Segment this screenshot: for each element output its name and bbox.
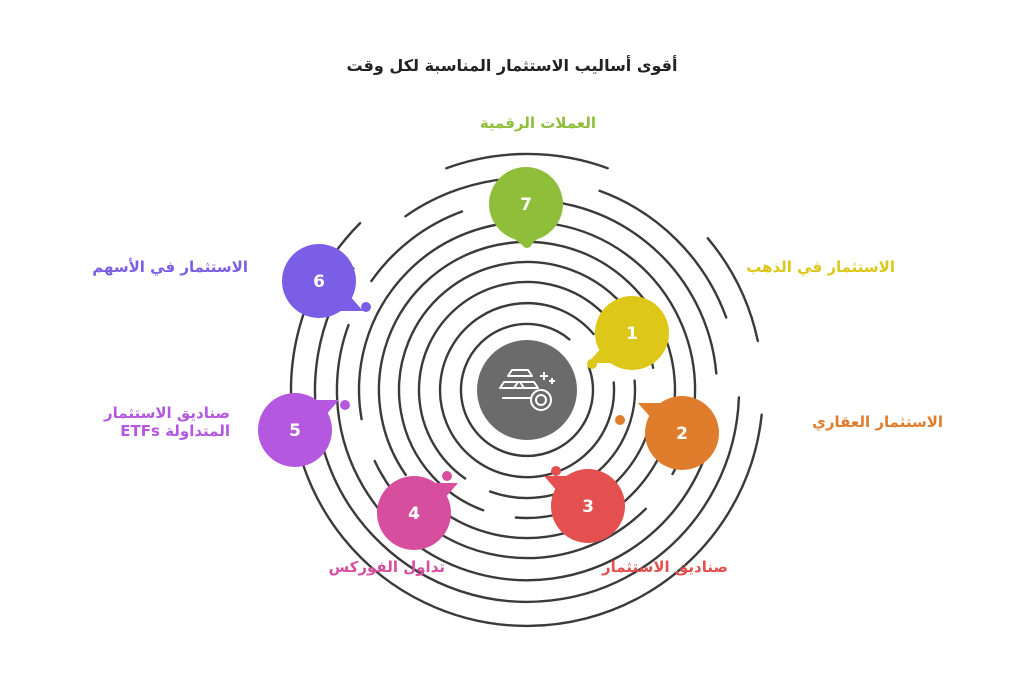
marker-6: 6 — [282, 244, 371, 318]
ring-arc — [430, 502, 567, 540]
item-label-2: الاستثمار العقاري — [812, 413, 943, 431]
bubble-number: 4 — [408, 504, 420, 524]
ring-dot — [361, 302, 371, 312]
number-bubble — [595, 296, 669, 370]
item-label-line: الاستثمار في الأسهم — [92, 258, 248, 276]
number-bubble — [258, 393, 332, 467]
item-label-6: الاستثمار في الأسهم — [92, 258, 248, 276]
bubble-number: 1 — [626, 324, 638, 344]
center-circle — [477, 340, 577, 440]
item-label-3: صناديق الاستثمار — [602, 558, 728, 576]
ring-dot — [442, 471, 452, 481]
number-bubble — [282, 244, 356, 318]
bubble-number: 6 — [313, 272, 325, 292]
markers: 1 2 3 4 5 6 7 — [258, 167, 719, 550]
ring-arc — [417, 280, 627, 480]
marker-7: 7 — [489, 167, 563, 248]
ring-arc — [438, 301, 616, 479]
ring-dot — [340, 400, 350, 410]
marker-3: 3 — [544, 466, 625, 543]
number-bubble — [377, 476, 451, 550]
diagram-title: أقوى أساليب الاستثمار المناسبة لكل وقت — [346, 56, 678, 75]
item-label-4: تداول الفوركس — [328, 558, 445, 576]
marker-4: 4 — [377, 471, 458, 550]
ring-dot — [615, 415, 625, 425]
number-bubble — [551, 469, 625, 543]
ring-arc — [370, 210, 464, 283]
marker-2: 2 — [615, 396, 719, 470]
ring-arc — [313, 267, 741, 604]
item-label-line: صناديق الاستثمار — [104, 404, 230, 422]
marker-5: 5 — [258, 393, 350, 467]
bubble-number: 7 — [520, 195, 532, 215]
center-hub — [477, 340, 577, 440]
number-bubble — [489, 167, 563, 241]
ring-arc — [459, 322, 595, 458]
item-label-line: الاستثمار العقاري — [812, 413, 943, 431]
bubble-number: 2 — [676, 424, 688, 444]
ring-dot — [551, 466, 561, 476]
ring-arc — [598, 189, 728, 319]
bubble-number: 5 — [289, 421, 301, 441]
item-label-1: الاستثمار في الذهب — [746, 258, 895, 276]
ring-arc — [706, 237, 759, 343]
item-label-line: صناديق الاستثمار — [602, 558, 728, 576]
item-label-line: تداول الفوركس — [328, 558, 445, 576]
item-label-line: العملات الرقمية — [479, 114, 596, 132]
item-label-line: الاستثمار في الذهب — [746, 258, 895, 276]
ring-arc — [397, 260, 655, 512]
gold-bars-and-coins-icon — [499, 369, 555, 411]
number-bubble — [645, 396, 719, 470]
ring-arc — [335, 323, 716, 582]
ring-arc — [445, 152, 609, 170]
marker-1: 1 — [587, 296, 669, 370]
item-label-line: المتداولة ETFs — [120, 422, 230, 440]
item-label-7: العملات الرقمية — [480, 114, 596, 132]
ring-arc — [289, 221, 763, 628]
bubble-number: 3 — [582, 497, 594, 517]
